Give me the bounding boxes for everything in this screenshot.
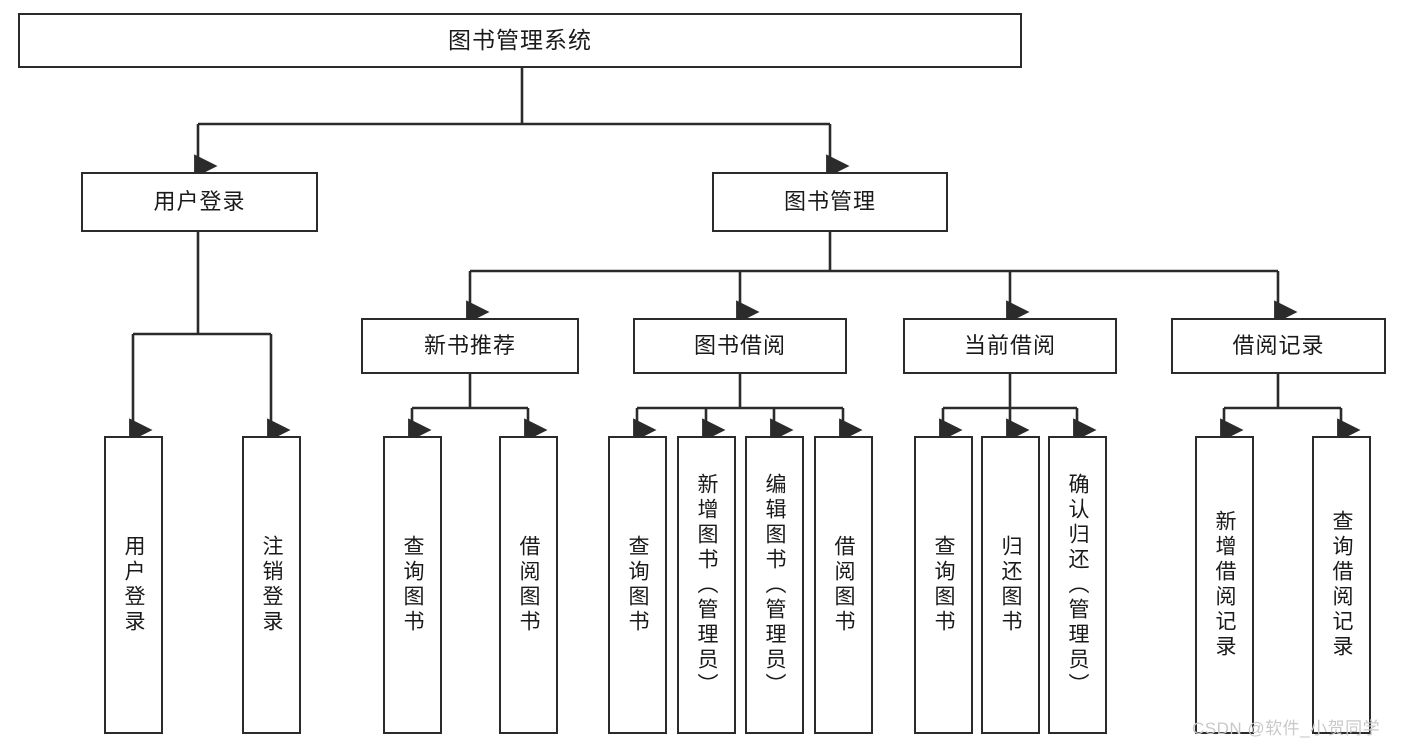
csdn-watermark: CSDN @软件_小贺同学 (1192, 719, 1381, 738)
leaf-return-book[interactable]: 归还图书 (981, 436, 1040, 734)
leaf-logout-login[interactable]: 注销登录 (242, 436, 301, 734)
node-book-borrow[interactable]: 图书借阅 (633, 318, 847, 374)
leaf-add-book-admin[interactable]: 新增图书（管理员） (677, 436, 736, 734)
node-current-borrow[interactable]: 当前借阅 (903, 318, 1117, 374)
leaf-confirm-return-admin[interactable]: 确认归还（管理员） (1048, 436, 1107, 734)
leaf-borrow-book[interactable]: 借阅图书 (814, 436, 873, 734)
leaf-edit-book-admin[interactable]: 编辑图书（管理员） (745, 436, 804, 734)
leaf-query-borrow-record[interactable]: 查询借阅记录 (1312, 436, 1371, 734)
node-user-login[interactable]: 用户登录 (81, 172, 318, 232)
leaf-user-login[interactable]: 用户登录 (104, 436, 163, 734)
leaf-query-book-newrec[interactable]: 查询图书 (383, 436, 442, 734)
node-book-manage[interactable]: 图书管理 (712, 172, 948, 232)
node-borrow-record[interactable]: 借阅记录 (1171, 318, 1386, 374)
node-new-book-recommendation[interactable]: 新书推荐 (361, 318, 579, 374)
leaf-borrow-book-newrec[interactable]: 借阅图书 (499, 436, 558, 734)
node-book-management-system[interactable]: 图书管理系统 (18, 13, 1022, 68)
leaf-add-borrow-record[interactable]: 新增借阅记录 (1195, 436, 1254, 734)
leaf-query-book-borrow[interactable]: 查询图书 (608, 436, 667, 734)
leaf-query-book-current[interactable]: 查询图书 (914, 436, 973, 734)
